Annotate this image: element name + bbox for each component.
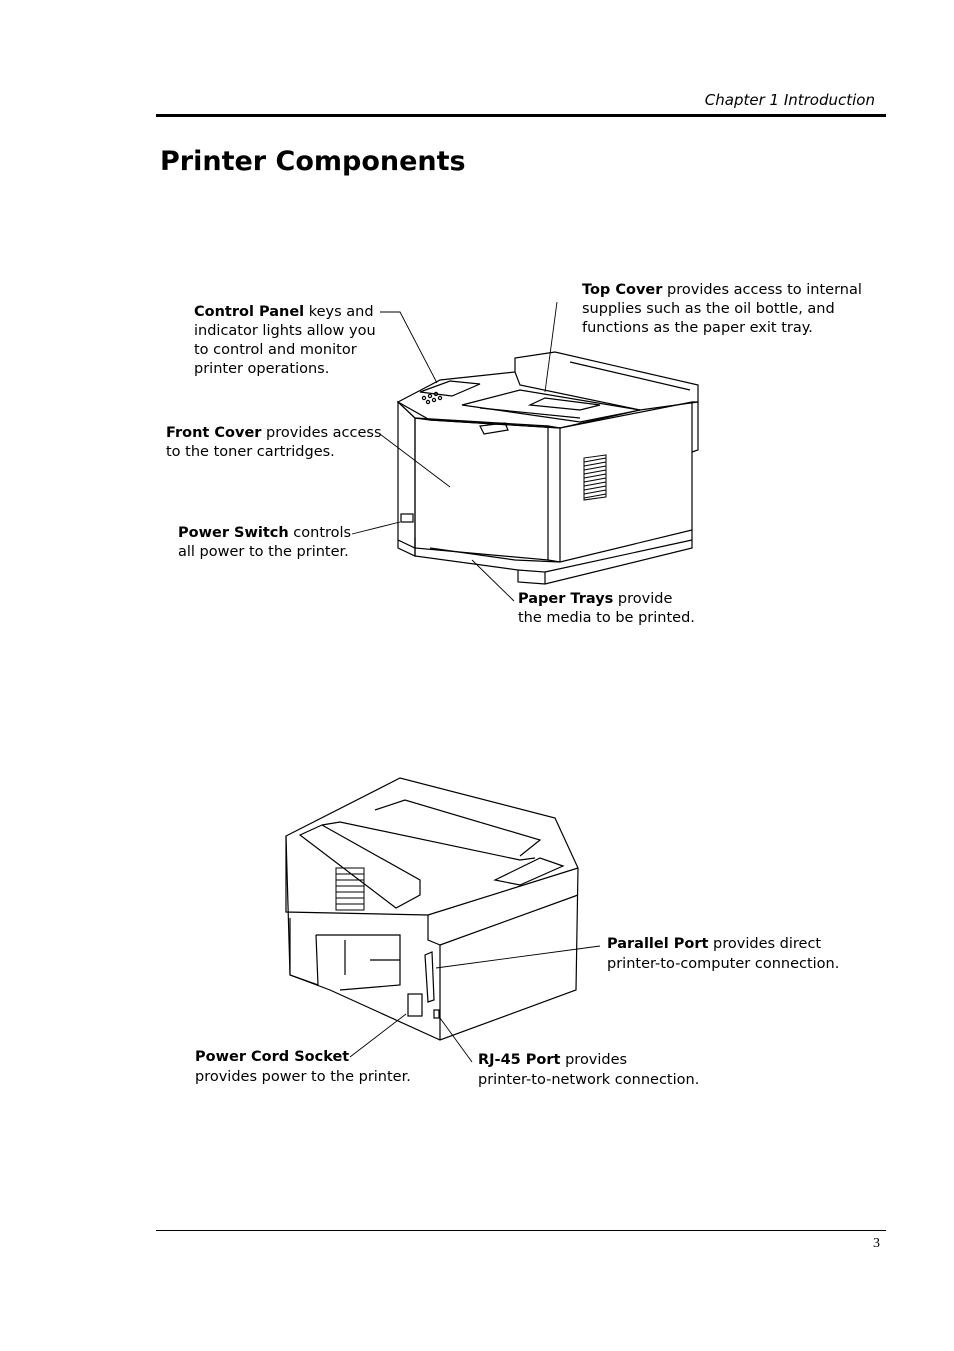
paper-trays-callout: Paper Trays provide the media to be prin… <box>518 591 695 626</box>
power-cord-socket-callout: Power Cord Socket provides power to the … <box>195 1049 411 1085</box>
callout-term: Paper Trays <box>518 591 614 607</box>
callout-term: Power Cord Socket <box>195 1049 350 1065</box>
page-number: 3 <box>873 1236 880 1251</box>
callout-term: Front Cover <box>166 425 262 441</box>
callout-term: Top Cover <box>582 282 663 298</box>
callout-term: Control Panel <box>194 304 305 320</box>
chapter-header: Chapter 1 Introduction <box>704 91 875 109</box>
callout-term: Power Switch <box>178 525 289 541</box>
parallel-port-callout: Parallel Port provides direct printer-to… <box>607 936 840 972</box>
page-title: Printer Components <box>160 146 466 177</box>
header-rule <box>156 114 886 117</box>
callout-term: Parallel Port <box>607 936 709 952</box>
rj45-port-callout: RJ-45 Port provides printer-to-network c… <box>478 1052 700 1088</box>
control-panel-callout: Control Panel keys and indicator lights … <box>194 304 376 377</box>
callout-term: RJ-45 Port <box>478 1052 561 1068</box>
front-cover-callout: Front Cover provides access to the toner… <box>166 425 382 460</box>
footer-rule <box>156 1230 886 1231</box>
top-cover-callout: Top Cover provides access to internal su… <box>582 282 862 336</box>
power-switch-callout: Power Switch controls all power to the p… <box>178 525 352 560</box>
